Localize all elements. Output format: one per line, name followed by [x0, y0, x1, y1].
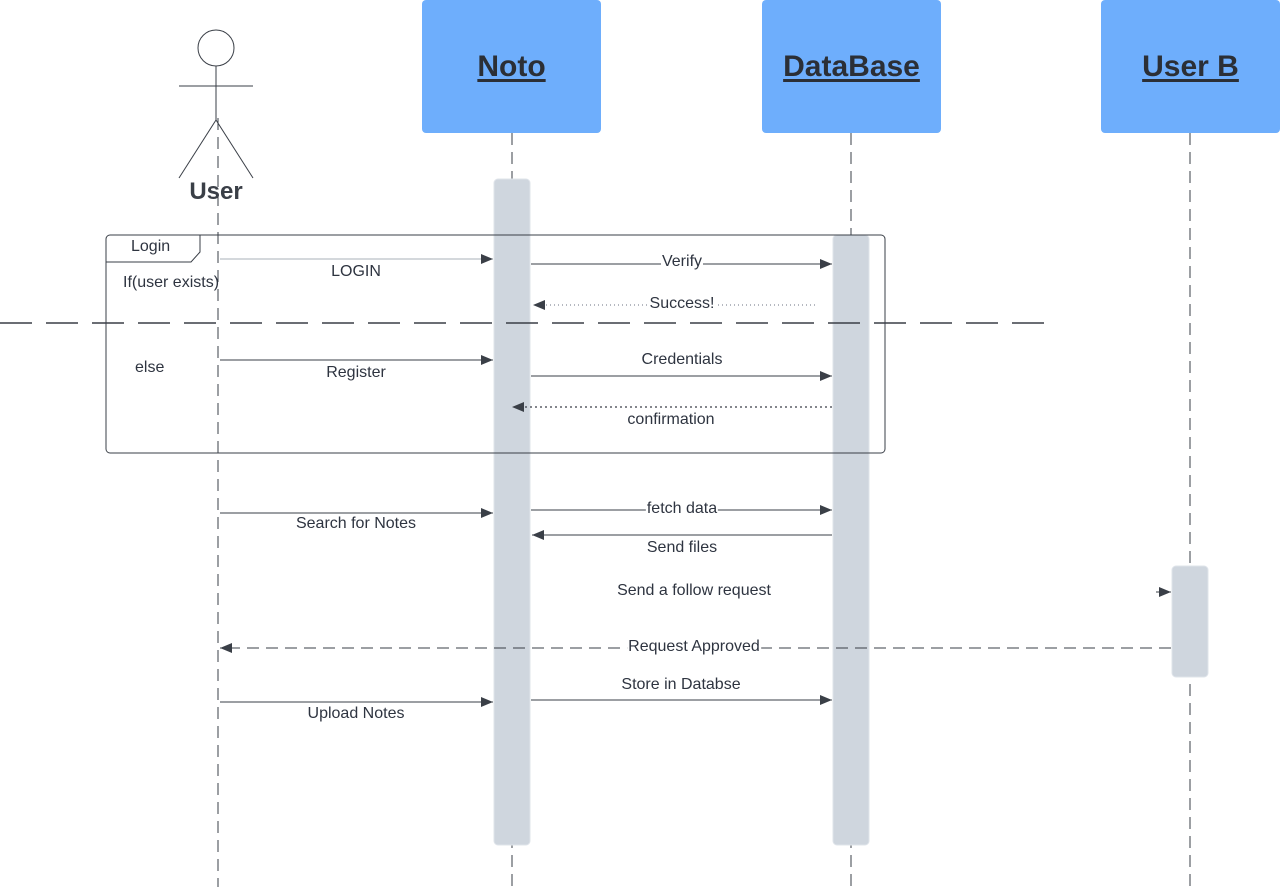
msg-confirmation-label: confirmation — [627, 411, 715, 428]
fragment-title-tab — [106, 235, 201, 263]
activation-database — [832, 234, 870, 846]
fragment-frame — [105, 234, 886, 454]
msg-request-approved-label: Request Approved — [627, 638, 761, 655]
msg-verify-label: Verify — [660, 253, 704, 270]
participant-user-b: User B — [1101, 0, 1280, 133]
msg-fetch-label: fetch data — [645, 500, 719, 517]
participant-noto: Noto — [422, 0, 601, 133]
activation-user-b — [1171, 565, 1209, 678]
fragment-title: Login — [131, 238, 171, 255]
msg-send-files-label: Send files — [646, 539, 718, 556]
msg-search-label: Search for Notes — [295, 515, 417, 532]
participant-database: DataBase — [762, 0, 941, 133]
msg-success-label: Success! — [648, 295, 716, 312]
actor-user-label: User — [189, 178, 243, 205]
msg-upload-label: Upload Notes — [307, 705, 405, 722]
msg-register-label: Register — [326, 364, 386, 381]
fragment-guard-else: else — [135, 359, 165, 376]
activation-noto — [493, 178, 531, 846]
participant-user-b-label: User B — [1142, 49, 1239, 83]
actor-user-figure — [178, 29, 254, 179]
msg-login-label: LOGIN — [331, 263, 381, 280]
fragment-guard-if: If(user exists) — [123, 274, 220, 291]
msg-credentials-label: Credentials — [641, 351, 723, 368]
participant-database-label: DataBase — [783, 49, 920, 83]
participant-noto-label: Noto — [477, 49, 546, 83]
msg-store-label: Store in Databse — [621, 676, 741, 693]
msg-follow-request-label: Send a follow request — [617, 582, 771, 599]
